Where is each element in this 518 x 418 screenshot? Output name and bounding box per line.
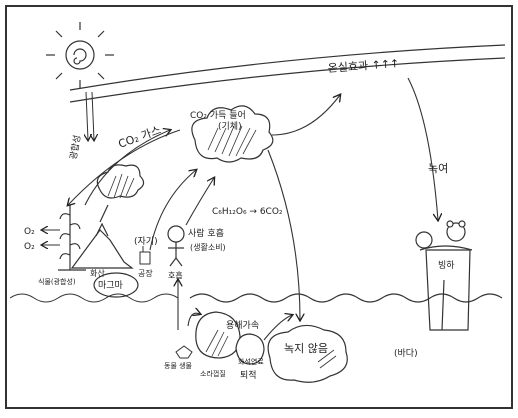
fossil-label: 화석연료 <box>238 357 264 366</box>
co2-cloud-label: CO₂ 가득 들어 <box>190 110 246 121</box>
breath-label: 호흡 <box>168 270 183 280</box>
seawater-label: (바다) <box>394 348 418 359</box>
o2-bottom-label: O₂ <box>24 242 35 252</box>
co2-cloud-sub-label: (기체) <box>218 121 242 132</box>
equation-label: C₆H₁₂O₆ → 6CO₂ <box>212 207 283 217</box>
dissolved-co2-label: 녹지 않음 <box>284 342 328 355</box>
melting-label: 녹여 <box>428 162 448 175</box>
factory-label: 공장 <box>138 268 153 278</box>
volcano-label: 화산 <box>90 268 105 278</box>
organism-label: 동물 생물 <box>164 361 193 370</box>
o2-top-label: O₂ <box>24 227 35 237</box>
magma-label: 마그마 <box>98 280 124 291</box>
plant-label: 식물(광합성) <box>38 277 76 286</box>
glacier-label: 빙하 <box>438 260 455 271</box>
coral-label: 소라껍질 <box>200 369 226 378</box>
respiration-label: 사람 호흡 <box>188 227 224 239</box>
dissolve-label: 용해가속 <box>226 320 259 331</box>
respiration-sub-label: (생활소비) <box>190 242 226 252</box>
sediment-label: 퇴적 <box>240 369 257 381</box>
person-self-label: (자기) <box>134 236 158 247</box>
